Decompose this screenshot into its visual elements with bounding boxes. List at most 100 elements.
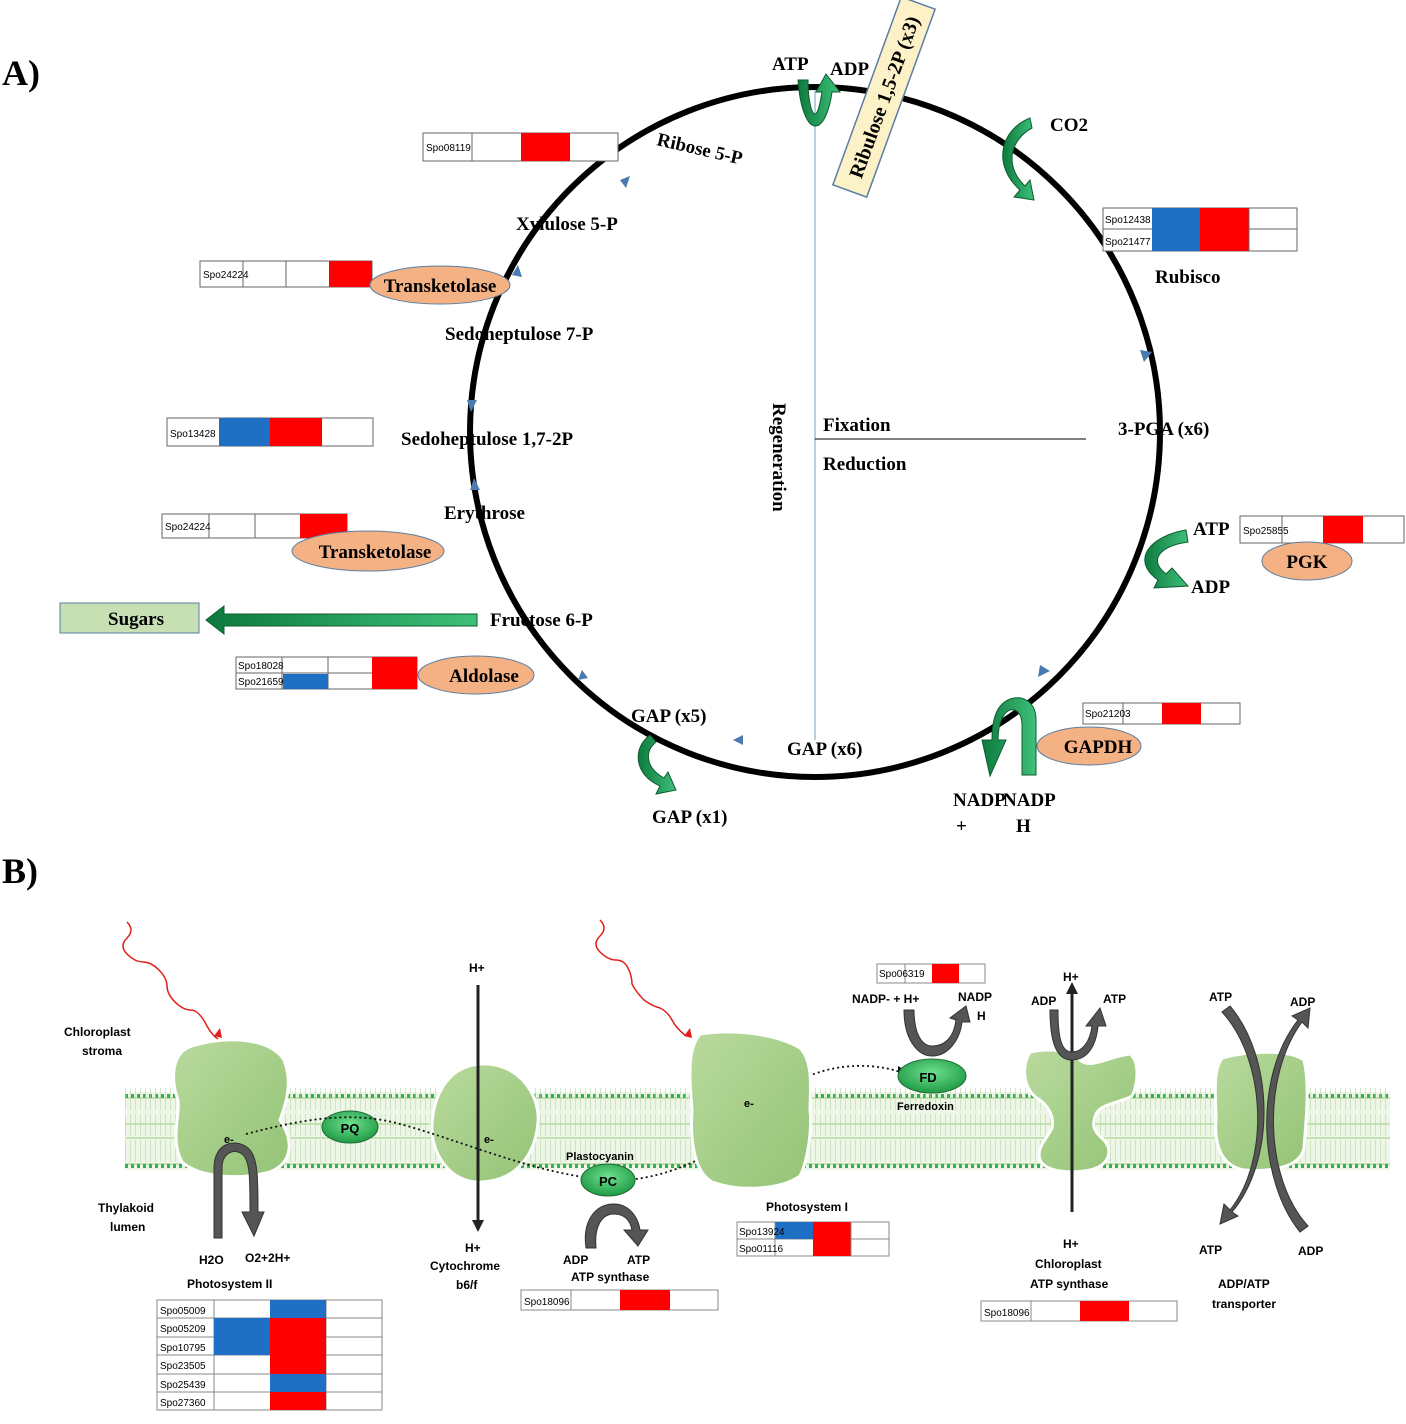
pgk-adp-label: ADP xyxy=(1191,577,1230,598)
cytb6f-label-2: b6/f xyxy=(456,1278,478,1292)
ribulose-label: Ribulose 1,5-2P (x3) xyxy=(845,13,924,181)
tr-adp-top-label: ADP xyxy=(1290,995,1315,1009)
gene-box-ps1: Spo13924 Spo01116 xyxy=(736,1221,890,1257)
gene-id: Spo25855 xyxy=(1243,526,1289,537)
gene-id: Spo18028 xyxy=(238,661,284,672)
enzyme-transketolase-2: Transketolase xyxy=(291,530,445,572)
atp-synthase-arrow xyxy=(584,1203,649,1249)
stroma-label-2: stroma xyxy=(82,1044,122,1058)
h2o-label: H2O xyxy=(199,1253,224,1267)
pq-label: PQ xyxy=(341,1121,360,1136)
regeneration-label: Regeneration xyxy=(768,403,789,512)
enzyme-transketolase-1: Transketolase xyxy=(369,265,511,305)
gene-id: Spo13924 xyxy=(739,1227,785,1238)
light-arrow-1 xyxy=(122,921,220,1041)
ps1-label: Photosystem I xyxy=(766,1200,848,1214)
pc-carrier: PC xyxy=(580,1163,636,1197)
nadp-plus-label-2: + xyxy=(956,816,967,837)
calvin-cycle-ring xyxy=(467,84,1163,780)
transporter-label-1: ADP/ATP xyxy=(1218,1277,1270,1291)
co2-label: CO2 xyxy=(1050,115,1088,136)
photosystem-i-complex xyxy=(688,1030,813,1190)
gene-id: Spo21477 xyxy=(1105,237,1151,248)
enzyme-label: Transketolase xyxy=(319,542,432,563)
lumen-label-1: Thylakoid xyxy=(98,1201,154,1215)
enzyme-label: Aldolase xyxy=(449,666,519,687)
gene-box-spo24224-a: Spo24224 xyxy=(199,260,373,288)
sugars-arrow xyxy=(205,604,478,636)
gene-box-spo18096-b: Spo18096 xyxy=(980,1300,1178,1322)
gene-id: Spo18096 xyxy=(984,1308,1030,1319)
fd-carrier: FD xyxy=(897,1058,967,1094)
atp-top-label: ATP xyxy=(772,54,809,75)
nadph-out-label-1: NADP xyxy=(958,990,992,1004)
nadph-label-1: NADP xyxy=(1003,790,1056,811)
gene-box-spo08119: Spo08119 xyxy=(422,132,619,162)
gene-box-spo21203: Spo21203 xyxy=(1082,702,1241,725)
gene-table-ps2: Spo05009 Spo05209 Spo10795 Spo23505 Spo2… xyxy=(156,1299,383,1411)
enzyme-label: PGK xyxy=(1286,552,1327,573)
cytb6f-hplus-bottom: H+ xyxy=(465,1241,481,1255)
sedoheptulose17-label: Sedoheptulose 1,7-2P xyxy=(401,429,573,450)
gene-id: Spo06319 xyxy=(879,969,925,980)
gene-id: Spo12438 xyxy=(1105,215,1151,226)
chl-atp-synthase-label-2: ATP synthase xyxy=(1030,1277,1109,1291)
panel-b-label: B) xyxy=(2,851,38,891)
gene-box-spo18096-a: Spo18096 xyxy=(520,1289,719,1311)
stroma-label-1: Chloroplast xyxy=(64,1025,131,1039)
chl-atp-synthase-label-1: Chloroplast xyxy=(1035,1257,1102,1271)
cytb6f-label-1: Cytochrome xyxy=(430,1259,500,1273)
gene-id: Spo13428 xyxy=(170,429,216,440)
gap1-arrow xyxy=(637,734,677,795)
nadp-in-label: NADP- + H+ xyxy=(852,992,919,1006)
gene-box-spo06319: Spo06319 xyxy=(876,963,986,984)
atp-adp-top-arrow xyxy=(797,73,842,127)
atp-syn-adp-label: ADP xyxy=(563,1253,588,1267)
ps2-label: Photosystem II xyxy=(187,1277,272,1291)
fructose6p-label: Fructose 6-P xyxy=(490,610,593,631)
cas-atp-label: ATP xyxy=(1103,992,1126,1006)
panel-a-label: A) xyxy=(2,53,40,93)
tr-adp-bottom-label: ADP xyxy=(1298,1244,1323,1258)
atp-synthase-label: ATP synthase xyxy=(571,1270,650,1284)
pgk-arrow xyxy=(1144,529,1190,589)
ferredoxin-label: Ferredoxin xyxy=(897,1101,954,1113)
cas-hplus-top: H+ xyxy=(1063,970,1079,984)
transporter-arrow-1 xyxy=(1219,1005,1265,1225)
fd-label: FD xyxy=(919,1070,936,1085)
gene-box-spo25855: Spo25855 xyxy=(1239,515,1405,544)
gene-id: Spo21659 xyxy=(238,677,284,688)
enzyme-label: Transketolase xyxy=(384,276,497,297)
fixation-label: Fixation xyxy=(823,415,891,436)
gene-id: Spo27360 xyxy=(160,1398,206,1409)
ribose5p-label: Ribose 5-P xyxy=(655,129,745,169)
gene-id: Spo21203 xyxy=(1085,709,1131,720)
cas-hplus-bottom: H+ xyxy=(1063,1237,1079,1251)
gap6-label: GAP (x6) xyxy=(787,739,862,760)
gap5-label: GAP (x5) xyxy=(631,706,706,727)
enzyme-gapdh: GAPDH xyxy=(1036,726,1142,766)
enzyme-pgk: PGK xyxy=(1261,541,1353,581)
photosystem-ii-complex xyxy=(172,1038,291,1179)
gene-id: Spo05009 xyxy=(160,1306,206,1317)
cytb6f-hplus-top: H+ xyxy=(469,961,485,975)
atp-syn-atp-label: ATP xyxy=(627,1253,650,1267)
cytochrome-b6f-complex xyxy=(430,1062,540,1184)
pga-label: 3-PGA (x6) xyxy=(1118,419,1209,440)
e-label: e- xyxy=(224,1134,234,1146)
cas-adp-label: ADP xyxy=(1031,994,1056,1008)
lumen-label-2: lumen xyxy=(110,1220,145,1234)
tr-atp-bottom-label: ATP xyxy=(1199,1243,1222,1257)
sugars-label: Sugars xyxy=(108,609,164,630)
gene-box-aldolase: Spo18028 Spo21659 xyxy=(235,656,418,690)
rubisco-label: Rubisco xyxy=(1155,267,1220,288)
cas-atp-arrow xyxy=(1049,1006,1107,1061)
light-arrow-2 xyxy=(595,919,687,1037)
enzyme-label: GAPDH xyxy=(1064,737,1133,758)
gene-box-spo13428: Spo13428 xyxy=(166,417,374,447)
enzyme-aldolase: Aldolase xyxy=(417,655,535,695)
plastocyanin-label: Plastocyanin xyxy=(566,1151,634,1163)
tr-atp-top-label: ATP xyxy=(1209,990,1232,1004)
pq-carrier: PQ xyxy=(321,1110,379,1144)
adp-top-label: ADP xyxy=(830,59,869,80)
